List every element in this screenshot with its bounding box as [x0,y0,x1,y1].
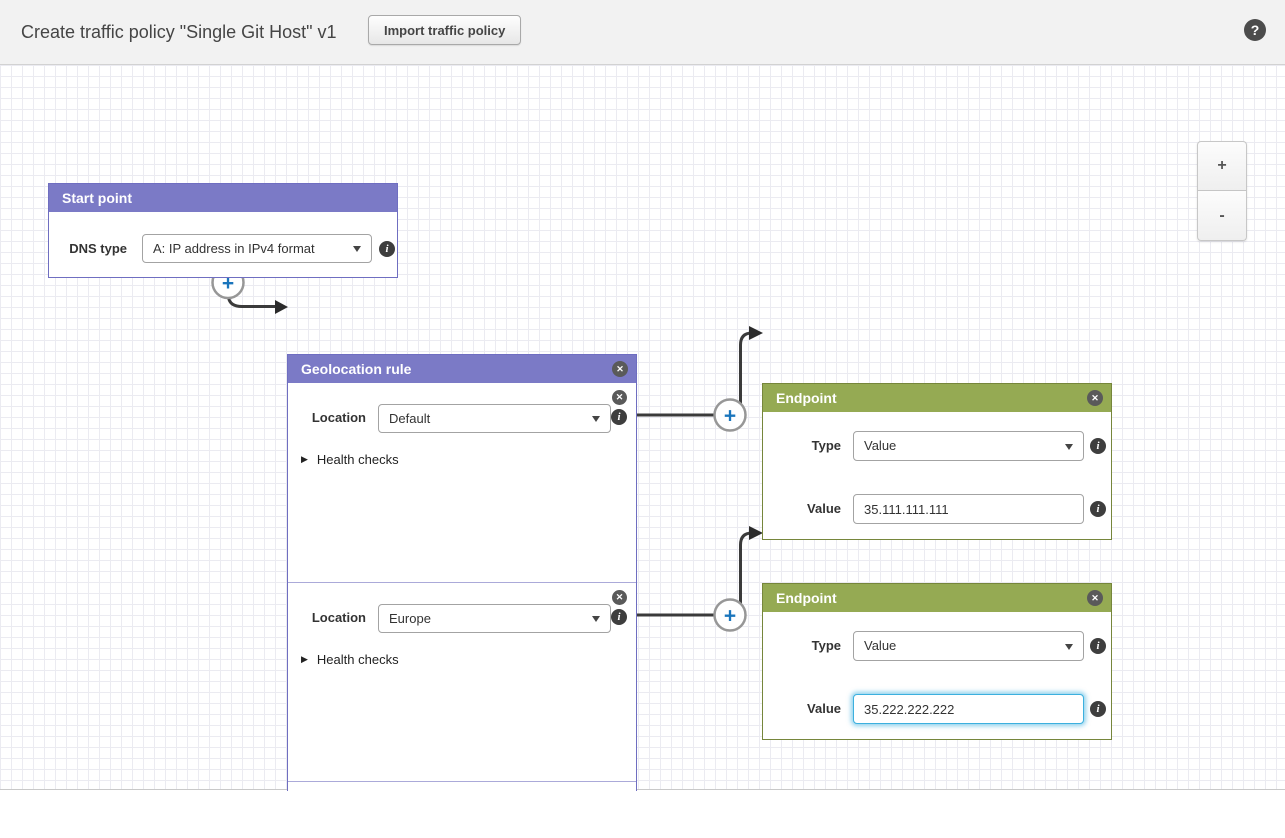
geolocation-rule-node: Geolocation rule ✕ ✕ i Location Default … [287,354,637,818]
triangle-right-icon: ▶ [301,454,308,464]
chevron-down-icon [592,616,600,622]
close-icon[interactable]: ✕ [612,361,628,377]
connector-line [739,531,753,604]
info-icon[interactable]: i [1090,438,1106,454]
type-label: Type [811,438,841,453]
connector-add-button[interactable]: + [713,398,747,432]
triangle-right-icon: ▶ [301,654,308,664]
top-bar: Create traffic policy "Single Git Host" … [0,0,1285,65]
endpoint-type-select[interactable]: Value [853,431,1084,461]
info-icon[interactable]: i [1090,701,1106,717]
location-select[interactable]: Europe [378,604,611,633]
geolocation-rule-header: Geolocation rule ✕ [288,355,636,383]
zoom-in-button[interactable]: + [1197,141,1247,191]
arrowhead-icon [749,526,763,540]
endpoint-title: Endpoint [776,390,837,406]
value-label: Value [807,701,841,716]
endpoint-type-select[interactable]: Value [853,631,1084,661]
endpoint-node: Endpoint ✕ Type Value i Value i [762,583,1112,740]
endpoint-node: Endpoint ✕ Type Value i Value i [762,383,1112,540]
svg-text:+: + [724,405,736,428]
geolocation-rule-title: Geolocation rule [301,361,412,377]
geo-location-row: ✕ i Location Europe ▶ Health checks [288,583,636,782]
location-label: Location [311,410,366,425]
value-label: Value [807,501,841,516]
info-icon[interactable]: i [611,409,627,425]
info-icon[interactable]: i [611,609,627,625]
info-icon[interactable]: i [1090,638,1106,654]
location-label: Location [311,610,366,625]
health-checks-toggle[interactable]: ▶ Health checks [301,652,399,667]
info-icon[interactable]: i [1090,501,1106,517]
health-checks-label: Health checks [316,652,399,667]
zoom-controls: + - [1197,141,1247,241]
chevron-down-icon [1065,644,1073,650]
location-selected-value: Europe [389,611,431,626]
dns-type-selected-value: A: IP address in IPv4 format [153,241,315,256]
endpoint-header: Endpoint ✕ [763,384,1111,412]
endpoint-value-input[interactable] [853,694,1084,724]
svg-text:+: + [724,605,736,628]
chevron-down-icon [592,416,600,422]
page-title: Create traffic policy "Single Git Host" … [21,22,337,42]
help-icon[interactable]: ? [1244,19,1266,41]
chevron-down-icon [1065,444,1073,450]
location-selected-value: Default [389,411,431,426]
zoom-out-button[interactable]: - [1197,191,1247,241]
health-checks-toggle[interactable]: ▶ Health checks [301,452,399,467]
endpoint-type-selected-value: Value [864,438,897,453]
connector-add-button[interactable]: + [713,598,747,632]
endpoint-header: Endpoint ✕ [763,584,1111,612]
close-icon[interactable]: ✕ [1087,390,1103,406]
connector-line [227,297,276,308]
connector-line [739,331,753,404]
info-icon[interactable]: i [379,241,395,257]
endpoint-title: Endpoint [776,590,837,606]
dns-type-label: DNS type [69,241,127,256]
endpoint-type-selected-value: Value [864,638,897,653]
arrowhead-icon [749,326,763,340]
footer-bar: Cancel Create traffic policy [0,791,1285,838]
close-icon[interactable]: ✕ [612,590,627,605]
health-checks-label: Health checks [316,452,399,467]
start-point-node: Start point DNS type A: IP address in IP… [48,183,398,278]
import-traffic-policy-button[interactable]: Import traffic policy [368,15,522,45]
type-label: Type [811,638,841,653]
chevron-down-icon [353,246,361,252]
policy-canvas[interactable]: + + + + - Start point DNS type A: IP add… [0,65,1285,818]
geo-location-row: ✕ i Location Default ▶ Health checks [288,383,636,583]
start-point-header: Start point [49,184,397,212]
close-icon[interactable]: ✕ [612,390,627,405]
dns-type-select[interactable]: A: IP address in IPv4 format [142,234,372,263]
endpoint-value-input[interactable] [853,494,1084,524]
close-icon[interactable]: ✕ [1087,590,1103,606]
arrowhead-icon [275,300,288,314]
location-select[interactable]: Default [378,404,611,433]
